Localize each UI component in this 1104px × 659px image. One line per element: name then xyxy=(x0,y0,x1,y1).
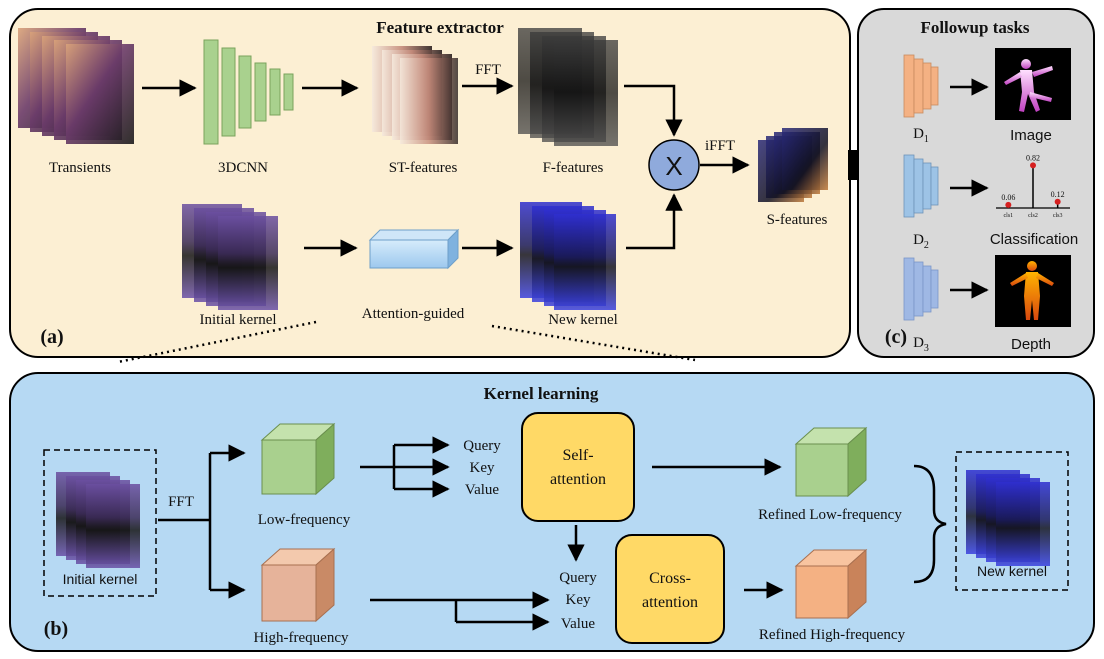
panel-b-title: Kernel learning xyxy=(484,384,599,403)
decoder-1 xyxy=(903,54,939,118)
low-frequency-label: Low-frequency xyxy=(258,512,351,528)
classification-point xyxy=(1030,162,1036,169)
initial-kernel-label-b: Initial kernel xyxy=(63,571,138,587)
new-kernel-stack-b xyxy=(966,470,1050,566)
f-features-stack xyxy=(518,28,618,146)
multiply-symbol: X xyxy=(665,151,682,181)
cross-value-label: Value xyxy=(561,616,595,632)
cross-query-label: Query xyxy=(559,570,597,586)
transients-stack xyxy=(18,28,134,144)
refined-high-label: Refined High-frequency xyxy=(759,627,906,643)
pose-figure xyxy=(1004,59,1053,112)
attention-guided-block xyxy=(368,228,460,270)
classification-chart: 0.06 cls1 0.82 cls2 0.12 cls3 xyxy=(996,153,1070,219)
self-attention-label-2: attention xyxy=(550,471,606,488)
cross-attention-box xyxy=(615,534,725,644)
panel-kernel-learning: Kernel learning (b) Initial kernel FFT L… xyxy=(9,372,1095,652)
panel-b-tag: (b) xyxy=(44,618,68,640)
classification-point xyxy=(1054,198,1061,205)
new-kernel-label-b: New kernel xyxy=(977,563,1047,579)
initial-kernel-stack-b xyxy=(56,472,140,568)
decoder-2-label: D2 xyxy=(913,232,929,251)
cnn-label: 3DCNN xyxy=(218,160,268,176)
decoder-1-label: D1 xyxy=(913,126,929,145)
depth-output-label: Depth xyxy=(1011,336,1051,353)
f-features-label: F-features xyxy=(543,160,604,176)
image-output-label: Image xyxy=(1010,127,1052,144)
new-kernel-label-a: New kernel xyxy=(548,312,618,328)
ifft-label: iFFT xyxy=(705,138,735,154)
classification-value-label: 0.12 xyxy=(1051,190,1065,199)
decoder-2 xyxy=(903,154,939,218)
self-value-label: Value xyxy=(465,482,499,498)
high-frequency-label: High-frequency xyxy=(254,630,349,646)
zoom-line-right xyxy=(491,324,696,362)
classification-value-label: 0.82 xyxy=(1026,153,1040,162)
classification-value-label: 0.06 xyxy=(1001,193,1015,202)
panel-c-tag: (c) xyxy=(885,326,907,348)
new-kernel-frame xyxy=(955,451,1069,591)
initial-kernel-stack-a xyxy=(182,204,278,310)
initial-kernel-frame xyxy=(43,449,157,597)
classification-class-label: cls2 xyxy=(1028,213,1038,219)
merge-brace xyxy=(913,464,947,584)
classification-class-label: cls1 xyxy=(1003,213,1013,219)
classification-class-label: cls3 xyxy=(1053,213,1063,219)
new-kernel-stack-a xyxy=(520,202,616,310)
decoder-3-label: D3 xyxy=(913,335,929,354)
cross-key-label: Key xyxy=(566,592,591,608)
panel-a-title: Feature extractor xyxy=(376,18,504,37)
s-features-stack xyxy=(758,128,828,202)
self-attention-box xyxy=(521,412,635,522)
high-frequency-cube xyxy=(260,547,336,623)
fft-label-b: FFT xyxy=(168,494,194,510)
multiply-node xyxy=(648,139,700,191)
self-attention-label-1: Self- xyxy=(562,447,593,464)
cnn-block xyxy=(203,39,294,145)
initial-kernel-label-a: Initial kernel xyxy=(199,312,276,328)
zoom-line-left xyxy=(117,320,317,364)
refined-low-label: Refined Low-frequency xyxy=(758,507,902,523)
panel-c-title: Followup tasks xyxy=(920,18,1029,37)
fft-label-a: FFT xyxy=(475,62,501,78)
classification-output-label: Classification xyxy=(990,231,1078,248)
depth-figure xyxy=(1010,261,1054,320)
attention-guided-label: Attention-guided xyxy=(362,306,465,322)
st-features-label: ST-features xyxy=(389,160,458,176)
transients-label: Transients xyxy=(49,160,111,176)
cross-attention-label-1: Cross- xyxy=(649,570,691,587)
self-query-label: Query xyxy=(463,438,501,454)
cross-attention-label-2: attention xyxy=(642,594,698,611)
refined-low-frequency-cube xyxy=(794,426,868,498)
classification-point xyxy=(1005,201,1012,208)
arrow-f-to-multiply xyxy=(624,84,683,137)
panel-feature-extractor: Feature extractor (a) Transients 3DCNN xyxy=(9,8,851,358)
st-features-stack xyxy=(372,46,458,144)
panel-a-tag: (a) xyxy=(40,326,63,348)
decoder-3 xyxy=(903,257,939,321)
arrow-new-to-multiply xyxy=(626,193,683,250)
panel-followup-tasks: Followup tasks (c) D1 Image D2 xyxy=(857,8,1095,358)
self-key-label: Key xyxy=(470,460,495,476)
refined-high-frequency-cube xyxy=(794,548,868,620)
low-frequency-cube xyxy=(260,422,336,496)
s-features-label: S-features xyxy=(767,212,828,228)
